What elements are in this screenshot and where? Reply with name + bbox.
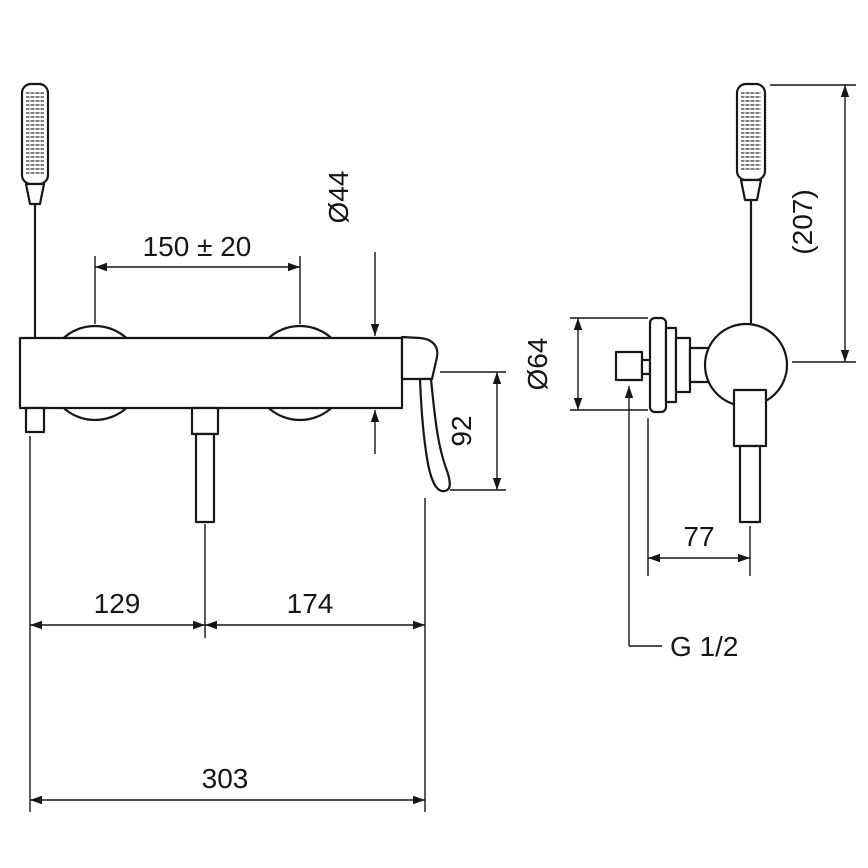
shower-holder xyxy=(732,388,768,448)
handle-cap xyxy=(400,335,439,381)
hand-shower-side xyxy=(735,82,767,325)
hose-outlet xyxy=(24,406,46,434)
dim-depth: 77 xyxy=(647,418,751,576)
spout xyxy=(190,406,220,524)
dim-label-center-distance: 150 ± 20 xyxy=(143,231,252,262)
dim-label-body-diameter: Ø44 xyxy=(323,171,354,224)
spray-face-texture xyxy=(26,92,44,176)
dim-total-width: 303 xyxy=(30,763,425,805)
hand-shower-front xyxy=(20,82,50,338)
front-view: 150 ± 20 Ø44 92 129 174 xyxy=(18,82,506,812)
thread-callout: G 1/2 xyxy=(624,386,738,662)
escutcheon-ring xyxy=(664,326,678,404)
dim-right-segment: 174 xyxy=(205,588,425,630)
spout-collar xyxy=(190,406,220,436)
dim-label-handle-drop: 92 xyxy=(446,415,477,446)
inlet-nipple xyxy=(614,350,644,382)
hand-shower-cone xyxy=(739,178,763,202)
lever-handle xyxy=(400,335,451,493)
dim-label-left-segment: 129 xyxy=(94,588,141,619)
escutcheon-flange xyxy=(648,316,668,414)
mixer-body xyxy=(18,336,404,410)
dim-label-right-segment: 174 xyxy=(287,588,334,619)
shower-handle-side xyxy=(738,444,762,524)
dim-center-distance: 150 ± 20 xyxy=(94,231,301,324)
dim-label-depth: 77 xyxy=(683,521,714,552)
hand-shower-cone xyxy=(24,182,46,206)
dim-body-diameter: Ø44 xyxy=(323,171,380,454)
spray-face-texture xyxy=(741,92,761,172)
dim-label-total-width: 303 xyxy=(202,763,249,794)
escutcheon-neck xyxy=(674,336,692,394)
spout-tube xyxy=(194,432,216,524)
dim-flange-diameter: Ø64 xyxy=(522,317,648,411)
side-view: (207) Ø64 77 G 1/2 xyxy=(522,82,856,662)
dim-shower-height: (207) xyxy=(770,84,856,363)
dim-handle-drop: 92 xyxy=(440,371,506,491)
dim-label-flange-diameter: Ø64 xyxy=(522,338,553,391)
inlet-stem xyxy=(640,358,652,376)
dim-label-thread: G 1/2 xyxy=(670,631,738,662)
handle-lever xyxy=(418,377,451,493)
dim-label-shower-height: (207) xyxy=(787,189,818,254)
wall-connection xyxy=(614,316,789,524)
dim-left-segment: 129 xyxy=(30,588,205,630)
